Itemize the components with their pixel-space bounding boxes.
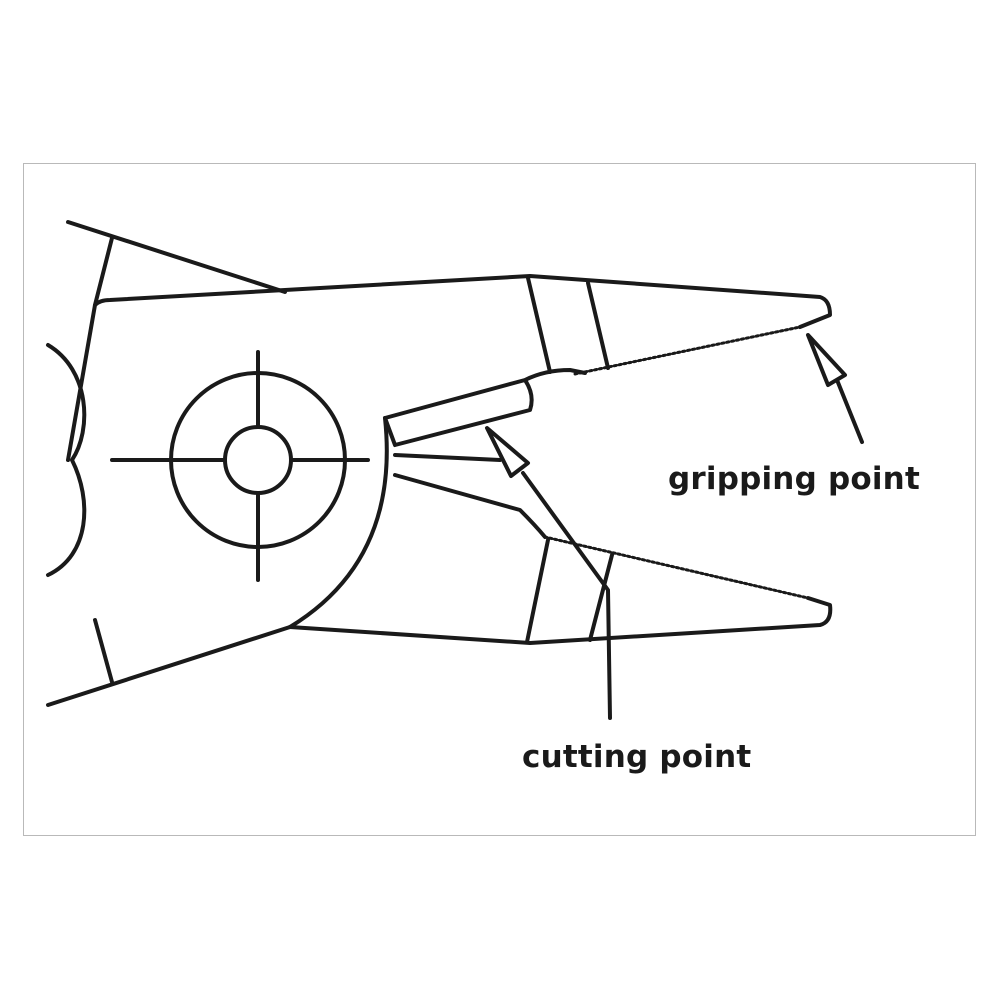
gripping-arrow-head [806, 333, 847, 387]
gripping-arrow-shaft [833, 373, 864, 444]
upper-handle-inner [93, 236, 114, 307]
pivot-inner-ring [223, 425, 293, 495]
lower-handle-inner [93, 618, 114, 684]
lower-handle [46, 625, 292, 707]
pivot-body [288, 416, 389, 629]
gripping-point-label: gripping point [668, 461, 920, 497]
upper-body [66, 274, 832, 462]
spring-bump [46, 343, 87, 577]
lower-band-1 [525, 538, 550, 644]
lower-jaw-inner [393, 473, 547, 539]
lower-band-2 [588, 553, 614, 642]
upper-jaw-notch [383, 368, 587, 447]
lower-body [288, 596, 833, 645]
upper-band-2 [586, 281, 610, 370]
cutting-point-label: cutting point [522, 739, 752, 775]
cutting-arrow-head [485, 426, 530, 478]
upper-band-1 [526, 276, 552, 374]
cutting-arrow-shaft [521, 471, 612, 720]
upper-handle [66, 220, 287, 294]
